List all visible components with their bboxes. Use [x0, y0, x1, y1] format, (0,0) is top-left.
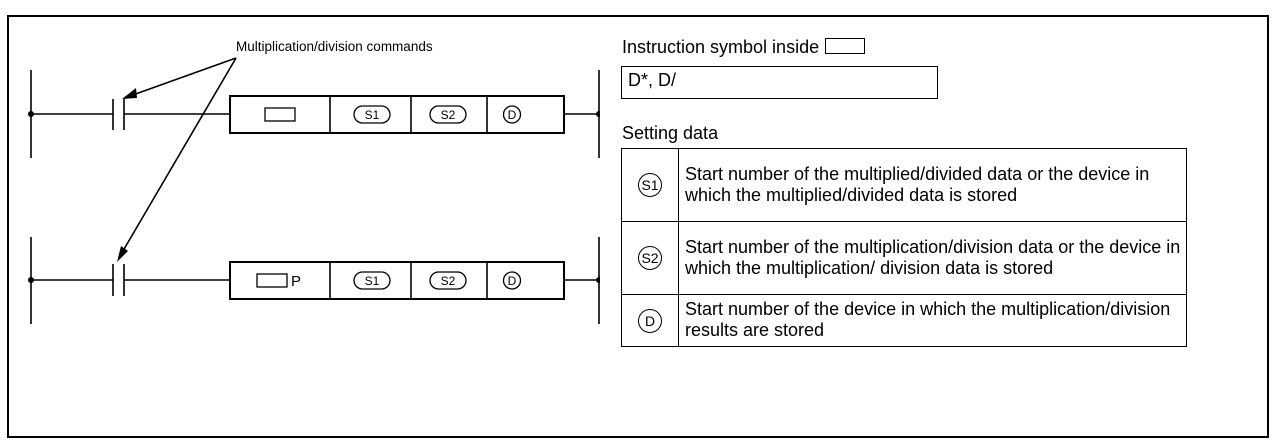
operand-symbol: D [638, 308, 662, 333]
operand-s1: S1 [365, 108, 380, 122]
instruction-symbol-value: D*, D/ [621, 66, 938, 99]
callout-label: Multiplication/division commands [236, 39, 433, 54]
operand-description: Start number of the multiplication/divis… [678, 221, 1187, 295]
table-row: D Start number of the device in which th… [621, 294, 1187, 347]
table-row: S2 Start number of the multiplication/di… [621, 221, 1187, 295]
operand-symbol: S2 [638, 246, 662, 270]
instruction-block-1 [229, 95, 565, 134]
setting-data-table: S1 Start number of the multiplied/divide… [621, 148, 1187, 347]
arrow-head-2 [117, 246, 128, 262]
table-row: S1 Start number of the multiplied/divide… [621, 148, 1187, 222]
operand-s2: S2 [441, 108, 456, 122]
operand-description: Start number of the multiplied/divided d… [678, 148, 1187, 222]
operand-d: D [508, 274, 517, 288]
operand-s2: S2 [441, 274, 456, 288]
symbol-placeholder-box [825, 38, 866, 54]
instruction-symbol-title: Instruction symbol inside [622, 37, 820, 57]
diagram-frame [7, 15, 1269, 438]
ladder-diagram: Multiplication/division commands S1 S2 D… [28, 39, 600, 324]
setting-data-title: Setting data [622, 123, 719, 143]
callout-arrows [119, 57, 237, 257]
contact-2 [112, 264, 125, 296]
operand-description: Start number of the device in which the … [678, 294, 1187, 347]
instruction-symbol-heading: Instruction symbol inside [622, 37, 866, 57]
pulse-suffix: P [291, 273, 301, 290]
instruction-block-2 [229, 261, 565, 300]
contact-1 [112, 99, 125, 130]
operand-s1: S1 [365, 274, 380, 288]
operand-symbol: S1 [638, 173, 662, 197]
arrow-head-1 [122, 88, 137, 99]
operand-d: D [508, 108, 517, 122]
